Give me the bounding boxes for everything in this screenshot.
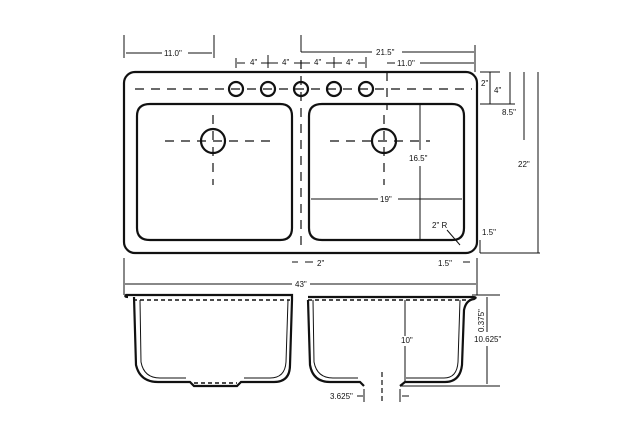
dim-left-to-center: 11.0" — [164, 49, 182, 58]
dim-overall-width: 43" — [295, 280, 307, 289]
sink-outline — [122, 70, 479, 255]
side-view: 10" 0.375" 10.625" 3.625" — [124, 293, 501, 402]
dim-corner-radius: 2" R — [432, 221, 448, 230]
dim-drain-width: 3.625" — [330, 392, 353, 401]
dim-hole-spacing-2: 4" — [282, 58, 289, 67]
dim-rim-thickness: 0.375" — [477, 309, 486, 332]
dim-hole-spacing-4: 4" — [346, 58, 353, 67]
dim-side-margin: 1.5" — [482, 228, 496, 237]
dim-front-margin: 1.5" — [438, 259, 452, 268]
dim-overall-depth: 22" — [518, 160, 530, 169]
top-view: 11.0" 4" 4" 4" 4" 21.5" 11.0" 2" 4" 8.5"… — [122, 35, 540, 295]
dim-side-basin-depth: 10" — [401, 336, 413, 345]
dim-left-to-right-center: 21.5" — [376, 48, 395, 57]
dim-hole-from-back: 2" — [481, 79, 488, 88]
dim-basin-depth: 16.5" — [409, 154, 428, 163]
dim-back-to-drain: 8.5" — [502, 108, 516, 117]
dim-hole-spacing-1: 4" — [250, 58, 257, 67]
dim-overall-height: 10.625" — [474, 335, 501, 344]
left-drain — [199, 127, 227, 155]
dim-divider-width: 2" — [317, 259, 324, 268]
right-drain — [370, 127, 398, 155]
dim-hole-spacing-3: 4" — [314, 58, 321, 67]
dim-back-to-basin: 4" — [494, 86, 501, 95]
dim-right-center-to-edge: 11.0" — [397, 59, 415, 68]
faucet-holes — [227, 80, 375, 98]
dim-basin-width: 19" — [380, 195, 392, 204]
left-basin — [135, 102, 294, 242]
side-profile-outer — [124, 293, 477, 388]
right-basin — [307, 102, 466, 242]
